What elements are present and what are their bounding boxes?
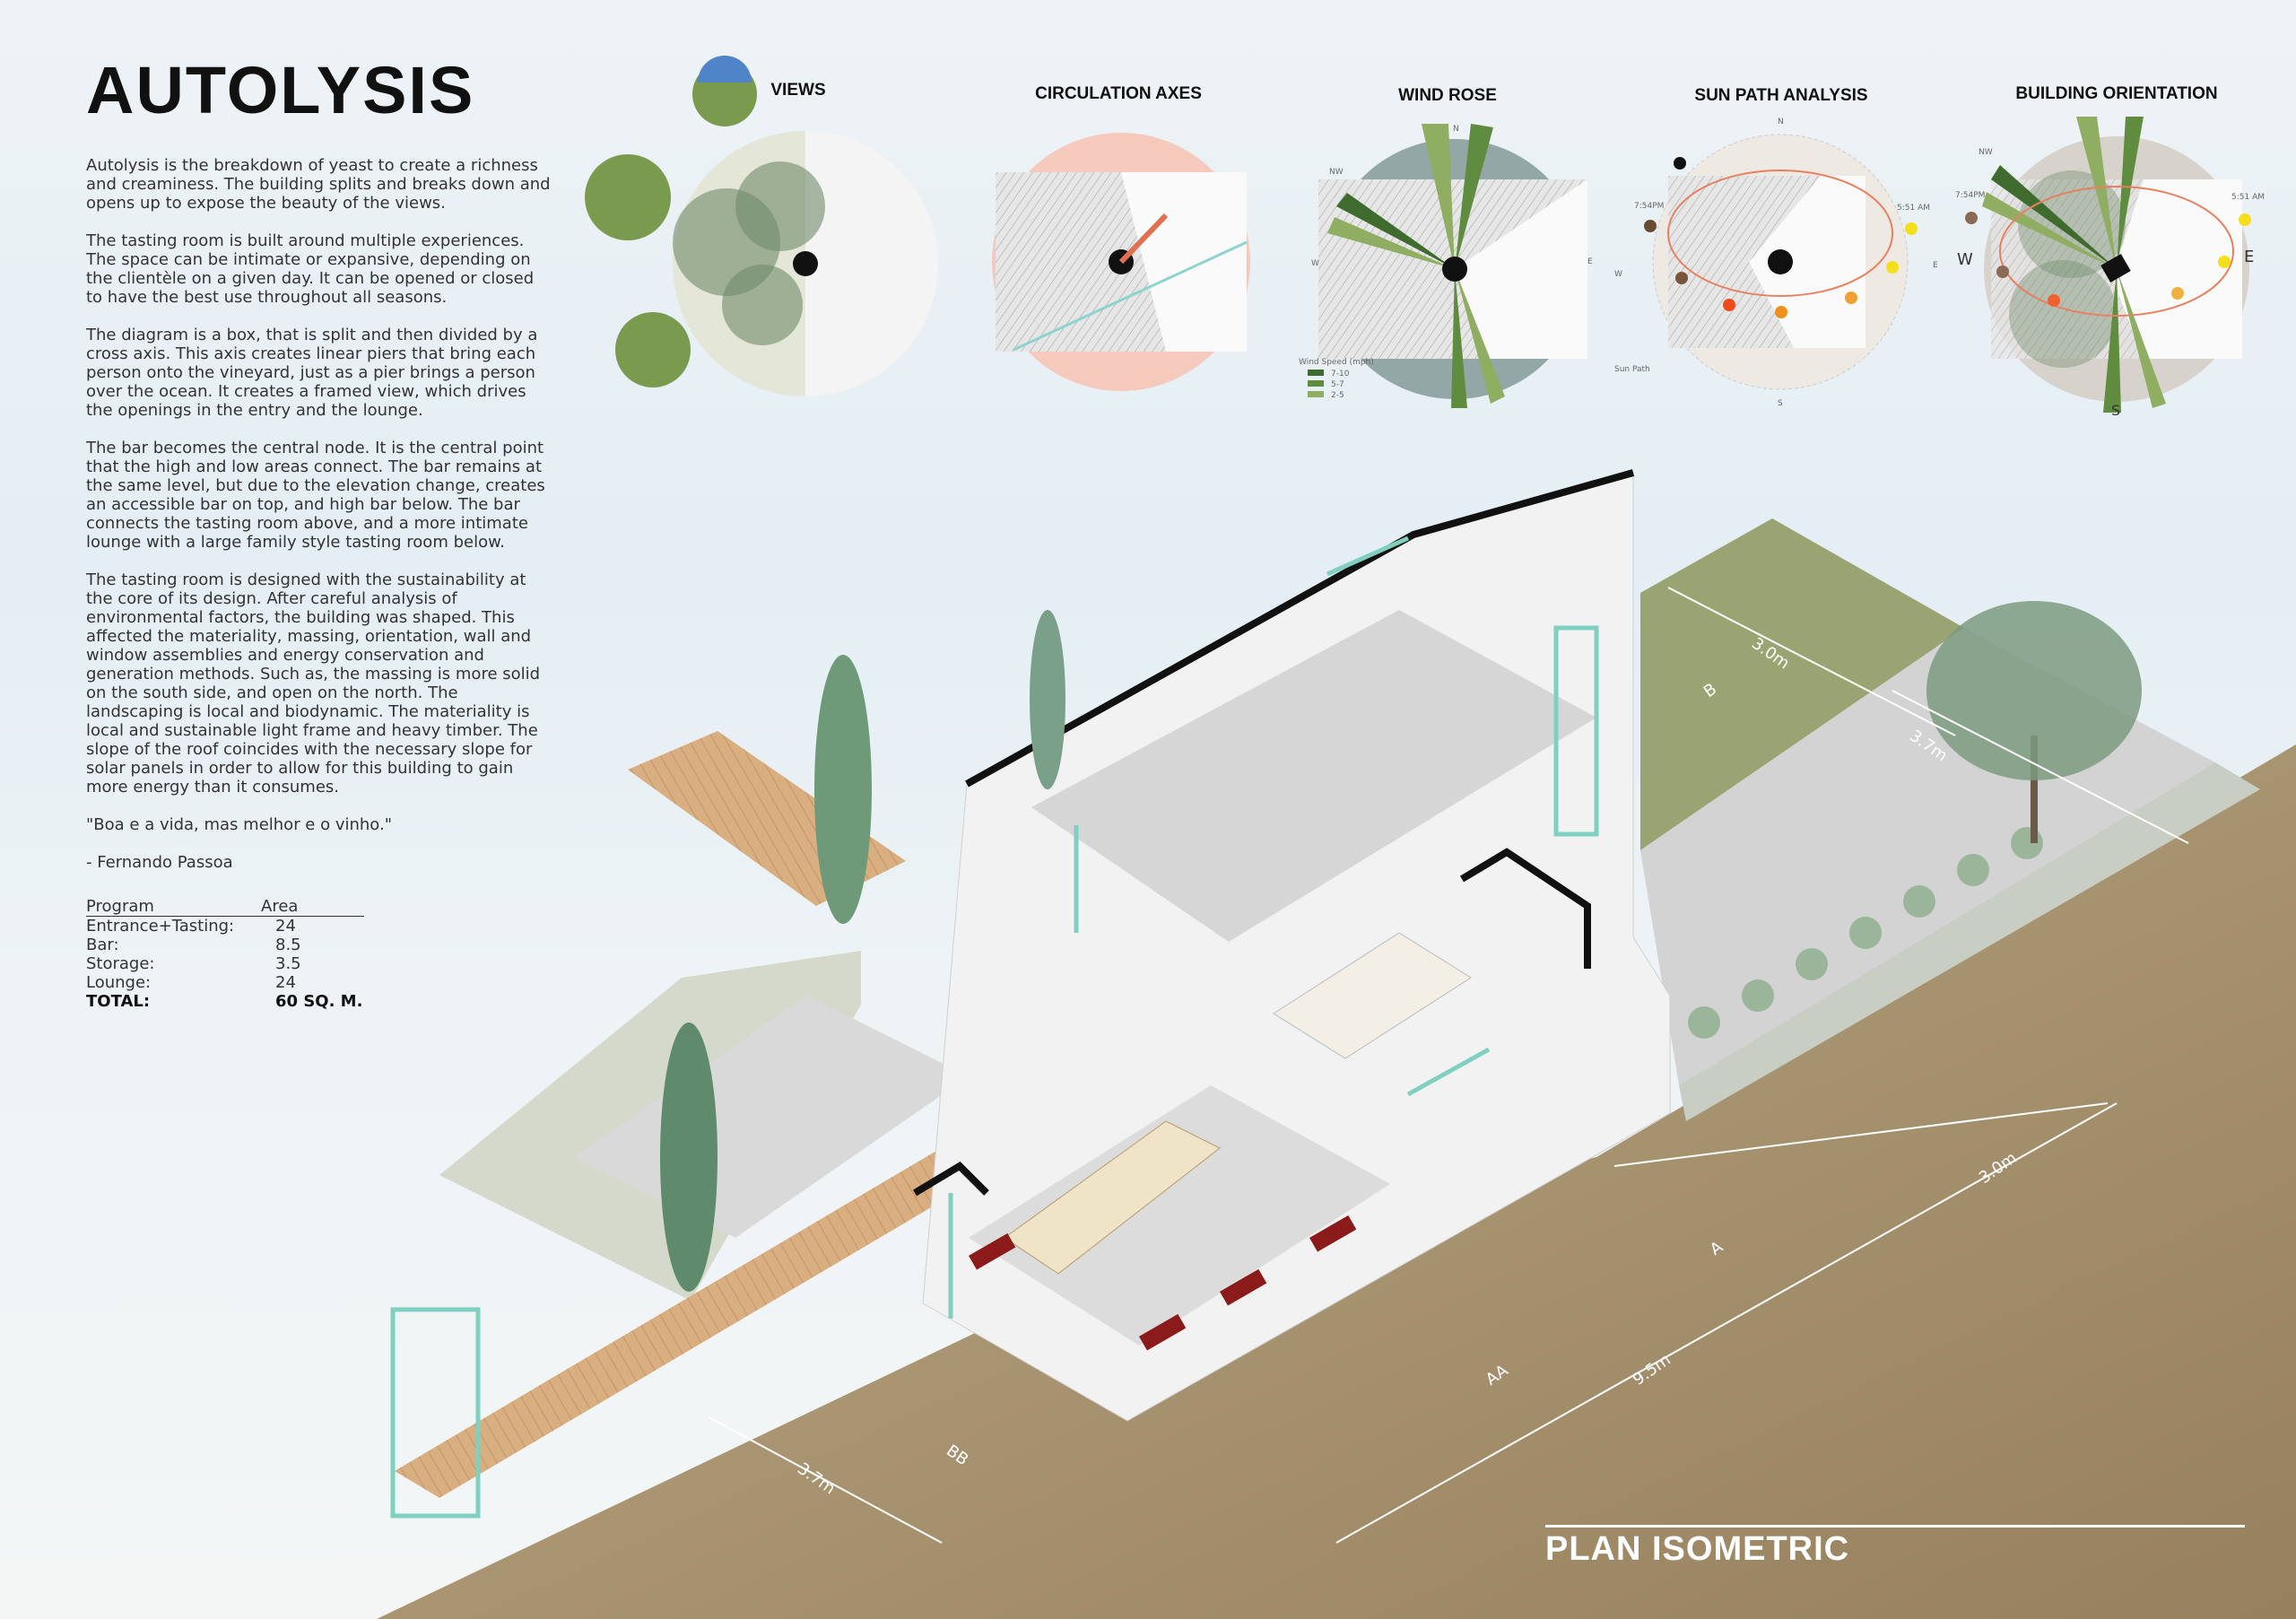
view-photo (615, 312, 691, 387)
program-table: Program Area Entrance+Tasting: 24 Bar: 8.5… (86, 897, 364, 1011)
sunset-time: 7:54PM (1634, 202, 1664, 211)
wind-speed-legend: Wind Speed (mph) 7-10 5-7 2-5 (1299, 358, 1374, 400)
paragraph: The diagram is a box, that is split and … (86, 326, 538, 420)
lounge-table (1004, 1120, 1221, 1275)
compass-s: S (1778, 399, 1783, 408)
compass-s: S (2111, 402, 2120, 419)
cypress-tree (660, 1023, 718, 1292)
wind-rose-title: WIND ROSE (1398, 86, 1497, 105)
paragraph: The tasting room is built around multipl… (86, 231, 535, 307)
program-area: 3.5 (275, 954, 301, 973)
compass-n: N (1453, 125, 1459, 134)
program-total-row: TOTAL: 60 SQ. M. (86, 992, 364, 1011)
succulents (1688, 827, 2043, 1039)
paragraph: The tasting room is designed with the su… (86, 570, 541, 796)
compass-e: E (1933, 261, 1938, 270)
building-node-icon (793, 251, 818, 276)
page-title: AUTOLYSIS (86, 53, 475, 127)
sun-path-label: Sun Path (1614, 365, 1650, 374)
wind-petals (1327, 124, 1505, 408)
program-name: Lounge: (86, 973, 152, 992)
compass-w: W (1957, 250, 1973, 269)
ground-soil (377, 744, 2296, 1619)
program-area: 8.5 (275, 936, 301, 954)
sunrise-time: 5:51 AM (2231, 193, 2265, 202)
views-diagram (585, 54, 938, 396)
program-row: Lounge: 24 (86, 973, 364, 992)
sunset-time: 7:54PM (1955, 191, 1985, 200)
quote: "Boa e a vida, mas melhor e o vinho." (86, 815, 393, 834)
lawn (1640, 518, 1964, 850)
quote-author: - Fernando Passoa (86, 853, 233, 872)
compass-w: W (1311, 259, 1319, 268)
bar-counter (1273, 932, 1472, 1059)
red-cushions (969, 1215, 1357, 1351)
program-name: Storage: (86, 954, 155, 973)
area-header: Area (261, 897, 299, 916)
cypress-tree (1030, 610, 1065, 789)
svg-text:2-5: 2-5 (1331, 391, 1344, 400)
program-area: 24 (275, 973, 296, 992)
sun-path-diagram: 7:54PM 5:51 AM Sun Path N W E S (1614, 118, 1938, 408)
glass-panels (390, 535, 1599, 1519)
program-row: Entrance+Tasting: 24 (86, 917, 364, 936)
plan-isometric-label: PLAN ISOMETRIC (1545, 1530, 1850, 1568)
program-row: Storage: 3.5 (86, 954, 364, 973)
tasting-floor (1031, 610, 1596, 942)
wind-petals (1982, 117, 2166, 413)
building-node-icon (1442, 257, 1467, 282)
wall-black-2 (912, 1161, 989, 1197)
program-header: Program (86, 897, 154, 916)
paragraph: Autolysis is the breakdown of yeast to c… (86, 156, 551, 213)
building-orientation-diagram: NW 7:54PM 5:51 AM W E S (1955, 117, 2265, 419)
sun-path-title: SUN PATH ANALYSIS (1694, 86, 1868, 105)
building-orientation-title: BUILDING ORIENTATION (2015, 84, 2218, 103)
svg-text:Wind Speed (mph): Wind Speed (mph) (1299, 358, 1374, 367)
description-text: Autolysis is the breakdown of yeast to c… (86, 156, 552, 891)
plan-label-rule (1545, 1525, 2245, 1528)
compass-nw: NW (1329, 168, 1344, 177)
total-value: 60 SQ. M. (275, 992, 363, 1011)
program-name: Bar: (86, 936, 119, 954)
program-name: Entrance+Tasting: (86, 917, 235, 936)
compass-nw: NW (1979, 148, 1993, 157)
compass-n: N (1778, 118, 1784, 126)
view-photo (585, 154, 671, 240)
building-node-icon (2100, 253, 2131, 283)
compass-e: E (2244, 248, 2254, 266)
compass-e: E (1587, 257, 1593, 266)
building-node-icon (1768, 249, 1793, 274)
cypress-tree (814, 655, 872, 924)
wind-rose-diagram: N NW W E Wind Speed (mph) 7-10 5-7 2-5 (1299, 124, 1593, 408)
total-label: TOTAL: (86, 992, 151, 1011)
dimension-lines (708, 587, 2189, 1544)
lounge-floor (969, 1085, 1390, 1345)
program-area: 24 (275, 917, 296, 936)
roof-edge (965, 469, 1635, 788)
succulent-planter (1679, 762, 2260, 1121)
circulation-diagram (992, 133, 1250, 391)
wall-black-1 (1459, 848, 1591, 969)
views-title: VIEWS (770, 81, 826, 100)
svg-text:7-10: 7-10 (1331, 370, 1350, 379)
sunrise-time: 5:51 AM (1897, 204, 1930, 213)
svg-text:5-7: 5-7 (1331, 380, 1344, 389)
circulation-title: CIRCULATION AXES (1035, 84, 1202, 103)
compass-w: W (1614, 270, 1622, 279)
program-row: Bar: 8.5 (86, 936, 364, 954)
program-header-row: Program Area (86, 897, 364, 917)
sun-positions (1644, 157, 1918, 318)
paragraph: The bar becomes the central node. It is … (86, 439, 545, 552)
